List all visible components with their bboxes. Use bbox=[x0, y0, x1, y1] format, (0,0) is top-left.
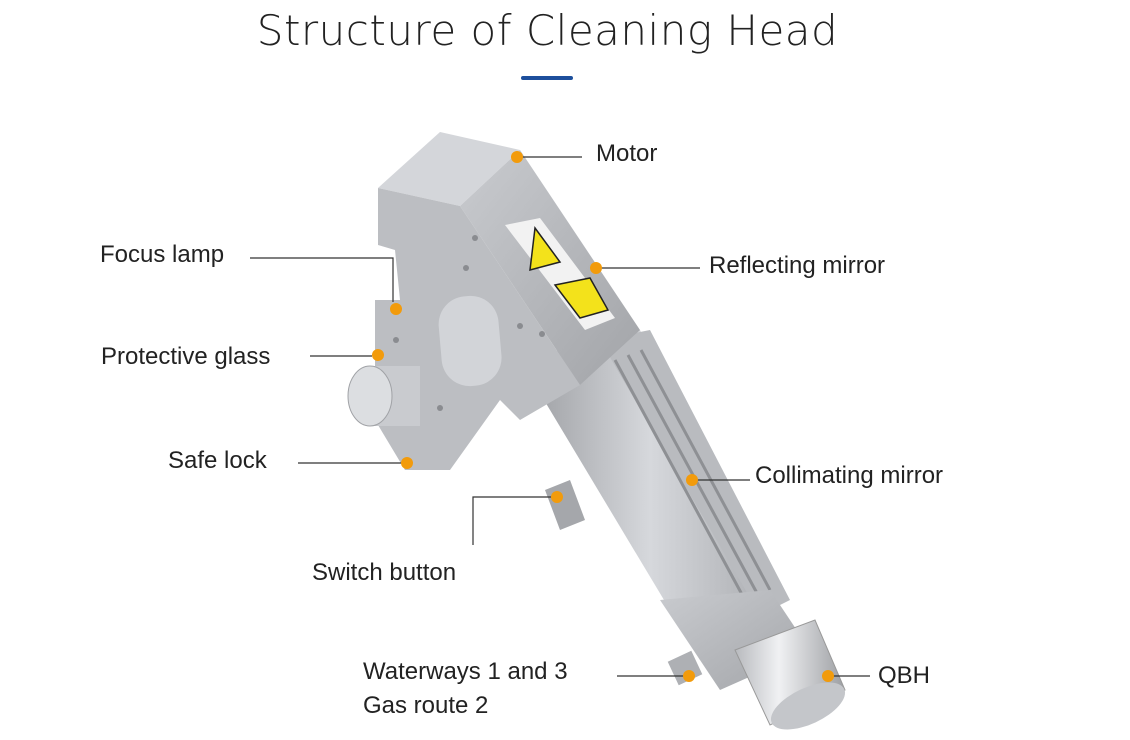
label-safe-lock: Safe lock bbox=[168, 447, 267, 474]
marker-dots bbox=[372, 151, 834, 682]
label-collimating-mirror: Collimating mirror bbox=[755, 462, 944, 489]
label-focus-lamp: Focus lamp bbox=[100, 241, 225, 268]
marker-waterways bbox=[683, 670, 695, 682]
title-underline bbox=[521, 76, 573, 80]
label-gas-route: Gas route 2 bbox=[363, 692, 489, 719]
qbh-connector bbox=[734, 619, 846, 730]
marker-reflecting-mirror bbox=[590, 262, 602, 274]
label-reflecting-mirror: Reflecting mirror bbox=[709, 252, 886, 279]
marker-qbh bbox=[822, 670, 834, 682]
label-waterways: Waterways 1 and 3 bbox=[363, 658, 568, 685]
handle-body bbox=[520, 330, 846, 730]
motor-box bbox=[347, 132, 640, 470]
marker-motor bbox=[511, 151, 523, 163]
marker-safe-lock bbox=[401, 457, 413, 469]
marker-focus-lamp bbox=[390, 303, 402, 315]
label-qbh: QBH bbox=[878, 662, 931, 689]
label-switch-button: Switch button bbox=[312, 559, 457, 586]
label-protective-glass: Protective glass bbox=[101, 343, 271, 370]
label-motor: Motor bbox=[596, 140, 658, 167]
page-title: Structure of Cleaning Head bbox=[256, 6, 839, 55]
marker-protective-glass bbox=[372, 349, 384, 361]
marker-switch-button bbox=[551, 491, 563, 503]
marker-collimating-mirror bbox=[686, 474, 698, 486]
leader-lines bbox=[250, 156, 870, 677]
laser-warning-icon bbox=[529, 226, 562, 272]
